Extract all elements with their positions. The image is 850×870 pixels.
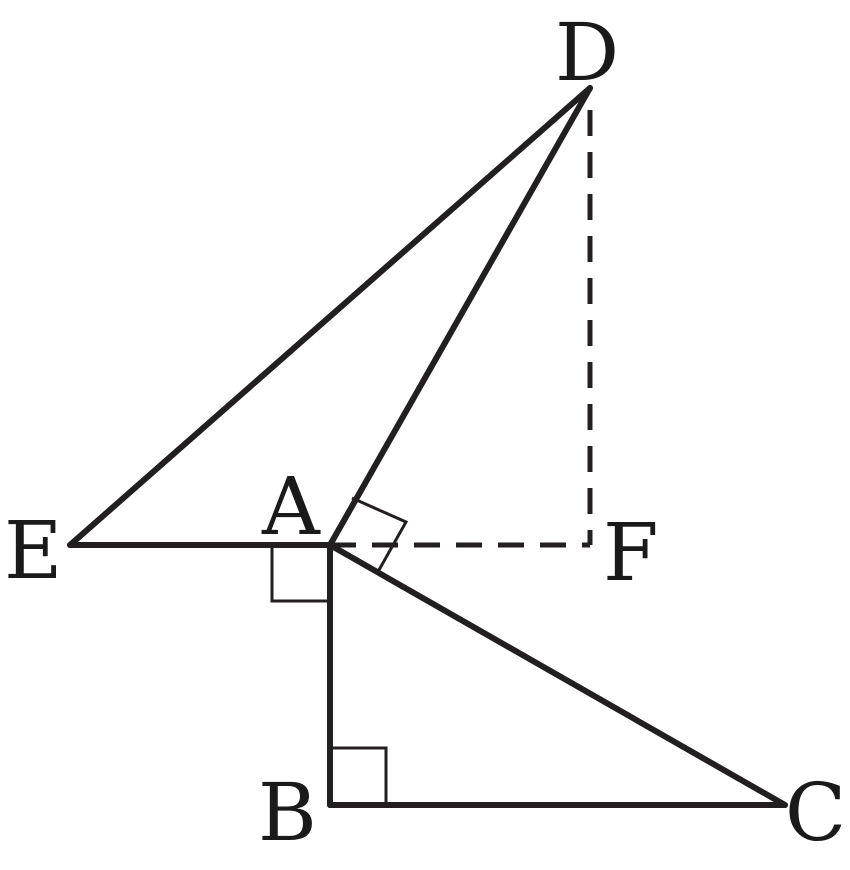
label-A: A [261,460,321,553]
right-angle-marker-B [330,746,388,805]
segment-ED [67,85,593,548]
label-F: F [603,506,659,599]
segment-AC [327,542,788,808]
label-C: C [785,766,846,859]
segment-AD [327,85,593,548]
right-angle-marker-DAC [351,496,409,571]
right-angle-marker-EAB [270,545,330,603]
label-D: D [555,6,619,99]
label-B: B [258,766,317,859]
label-E: E [4,504,62,597]
